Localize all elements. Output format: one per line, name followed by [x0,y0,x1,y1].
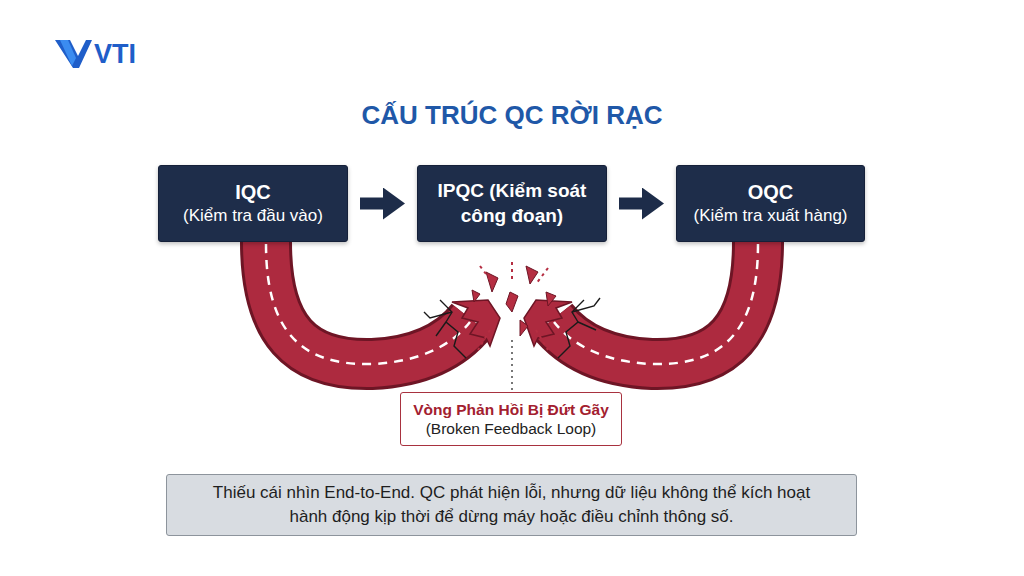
crack-line [424,312,452,318]
shards [472,266,556,336]
node-heading: OQC [740,180,802,205]
logo-mark [55,40,92,68]
arc-centerline [554,244,758,364]
feedback-arc [552,242,758,364]
shard [546,292,556,306]
flow-arrow [619,198,644,210]
broken-end [452,300,500,346]
note-box: Thiếu cái nhìn End-to-End. QC phát hiện … [166,474,857,536]
shard [486,272,498,292]
shard [526,266,538,284]
crack-line [440,300,466,358]
arc-centerline [266,244,470,364]
broken-end [524,300,572,346]
burst-line [511,262,513,282]
node-heading: IQC [227,180,279,205]
feedback-arc [266,242,472,364]
burst-line [478,330,490,350]
callout-box: Vòng Phản Hồi Bị Đứt Gãy(Broken Feedback… [400,392,622,446]
node-subtext: (Broken Feedback Loop) [418,419,605,438]
process-box: OQC(Kiểm tra xuất hàng) [676,165,865,242]
flow-arrow [360,198,385,210]
feedback-arc-outline [552,242,758,364]
leader-line [511,340,513,390]
shard [472,290,480,302]
shard [506,292,518,312]
logo-mark [60,40,76,66]
logo-text: VTI [94,39,136,70]
node-heading: Vòng Phản Hồi Bị Đứt Gãy [405,400,617,419]
burst-line [536,268,548,284]
process-box: IPQC (Kiểm soát công đoạn) [417,165,607,242]
crack-line [436,322,446,336]
crack-line [572,298,600,312]
node-subtext: (Kiểm tra xuất hàng) [685,205,855,226]
process-box: IQC(Kiểm tra đầu vào) [158,165,348,242]
crack-line [558,300,584,358]
shard [520,320,528,336]
burst-lines [478,262,548,350]
burst-line [536,330,548,350]
crack-line [578,322,596,330]
node-heading: Thiếu cái nhìn End-to-End. QC phát hiện … [167,481,856,529]
burst-line [480,266,492,282]
feedback-arc-outline [266,242,472,364]
node-heading: IPQC (Kiểm soát công đoạn) [418,179,606,228]
diagram-title: CẤU TRÚC QC RỜI RẠC [0,100,1024,131]
node-subtext: (Kiểm tra đầu vào) [175,205,331,226]
